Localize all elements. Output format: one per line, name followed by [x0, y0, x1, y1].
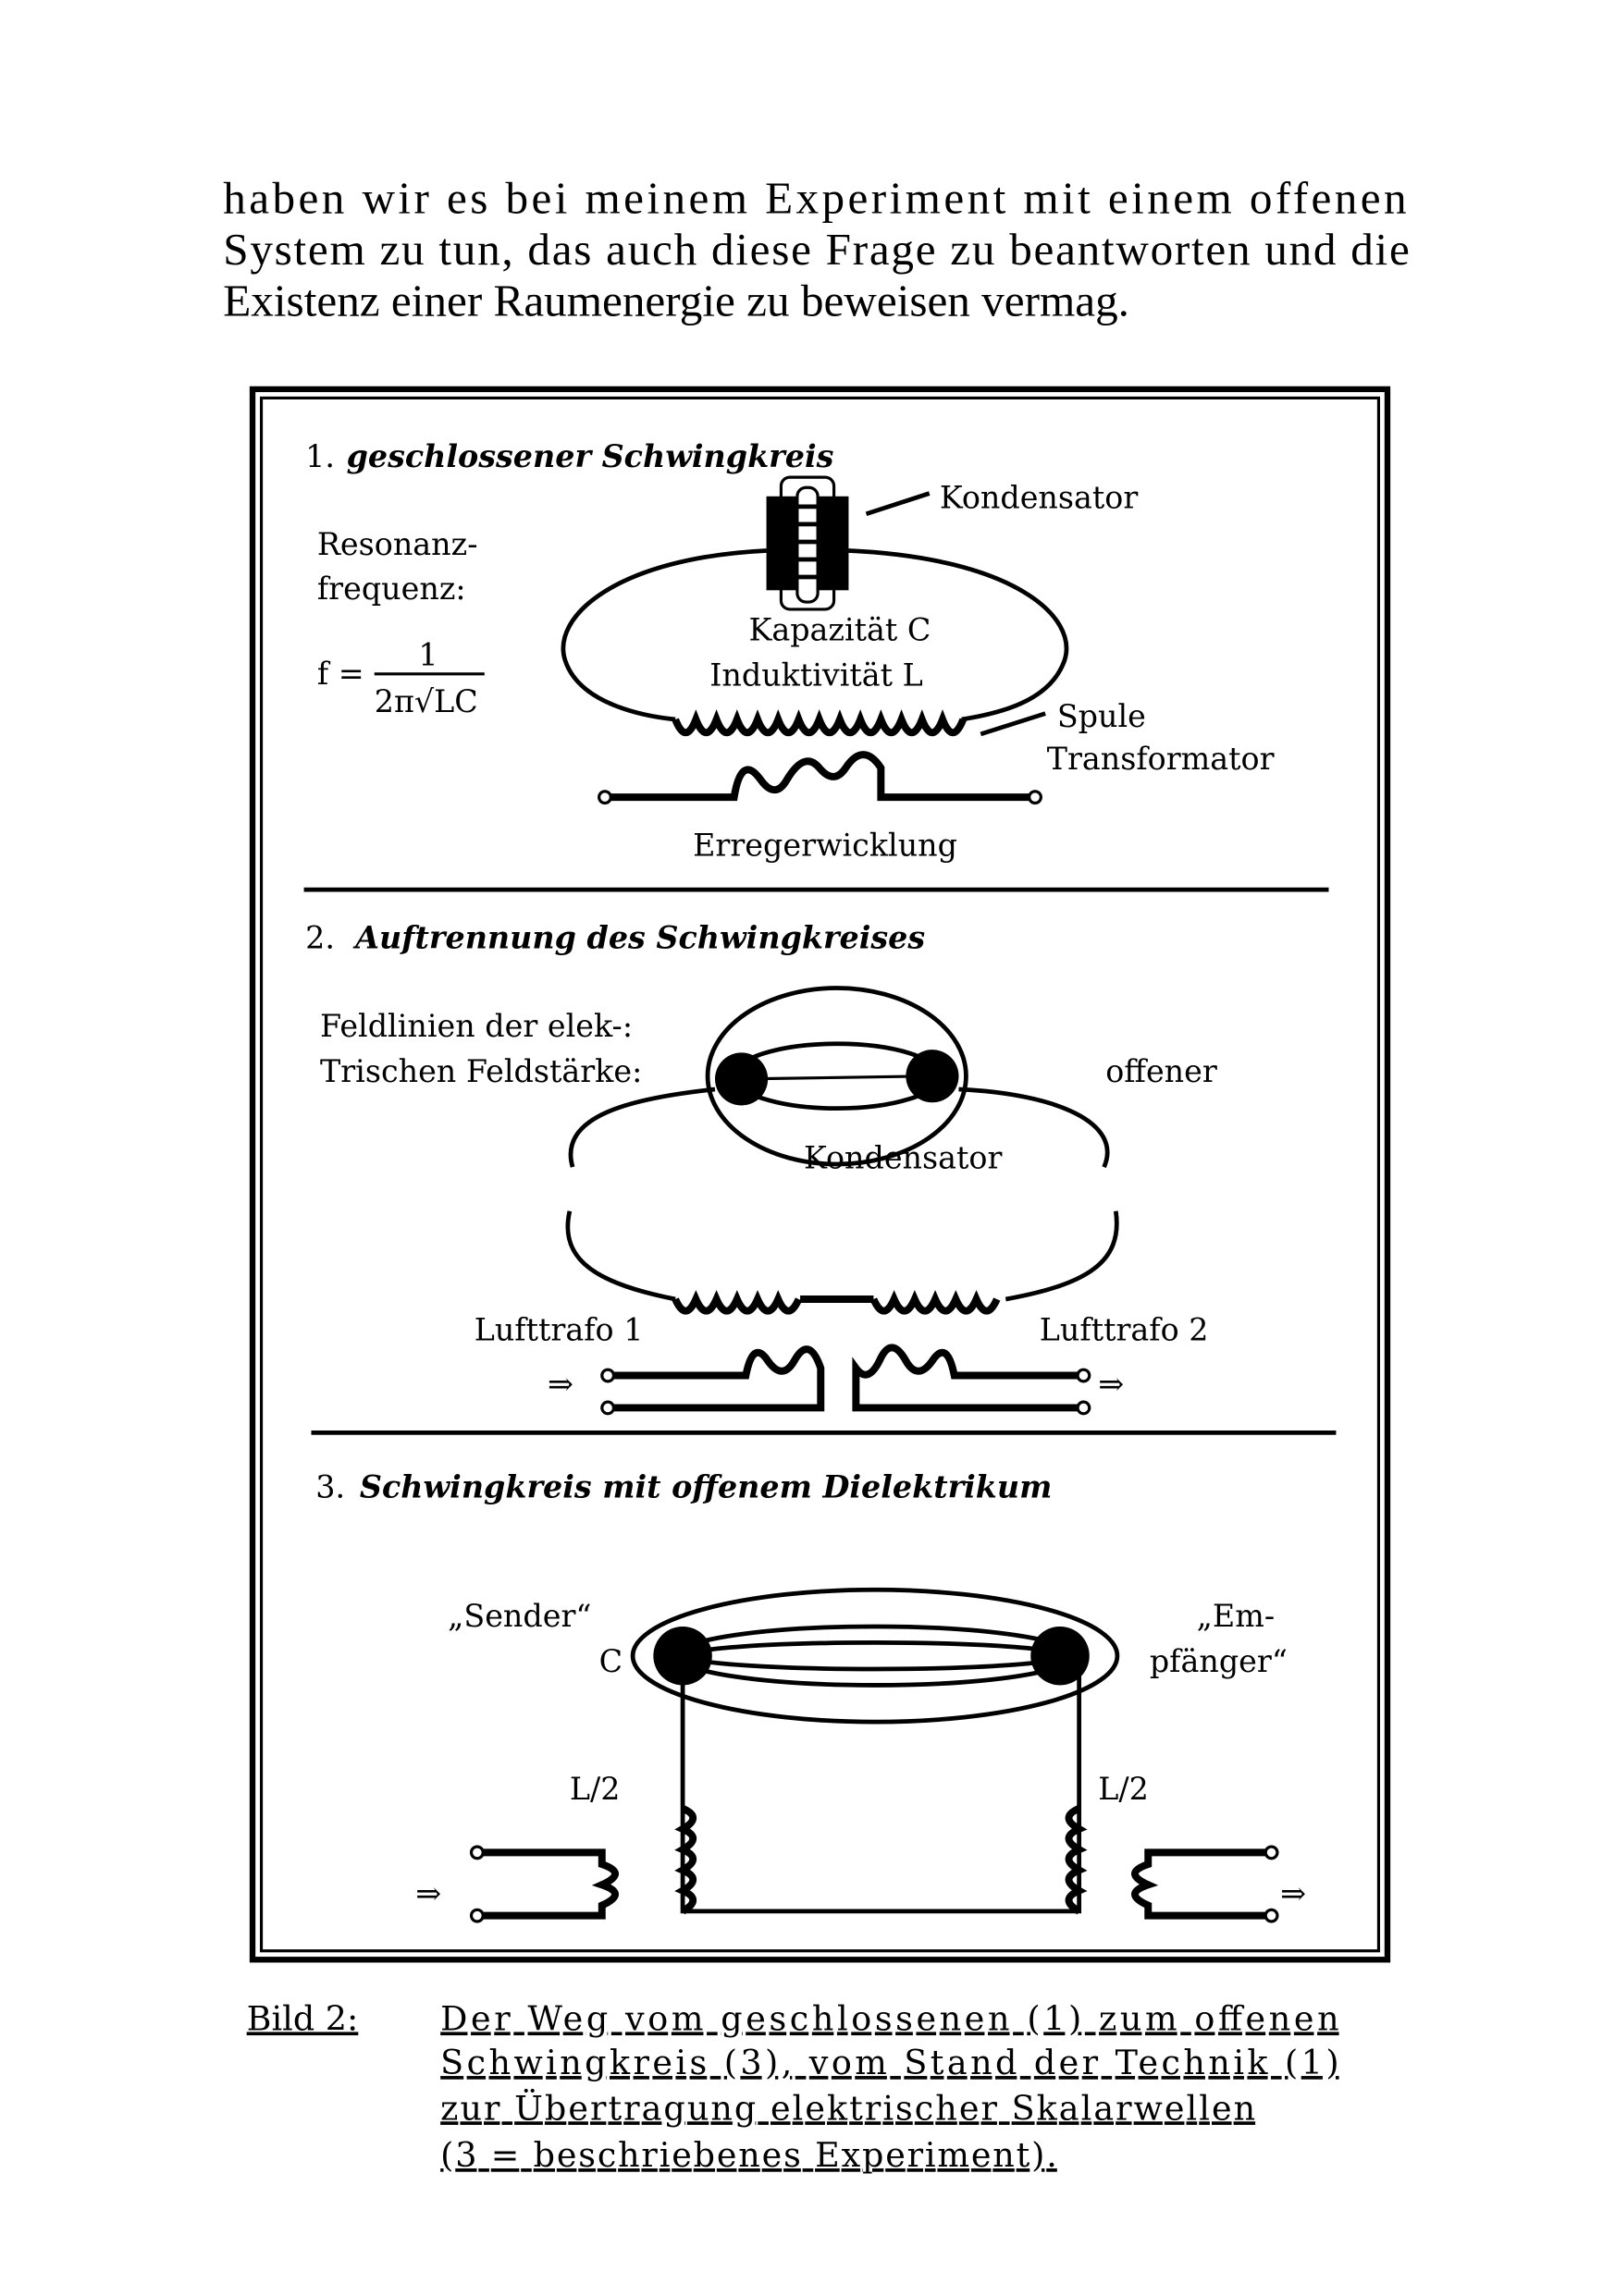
input-arrow-icon: ⇒: [548, 1366, 573, 1402]
coil-icon: [674, 1805, 697, 1915]
lufttrafo-1-label: Lufttrafo 1: [475, 1311, 644, 1347]
formula: f = 1 2π√LC: [317, 636, 485, 719]
circuit-wire: [680, 1673, 1082, 1914]
field-lines-icon: [705, 986, 968, 1167]
offener-label: offener: [1105, 1053, 1217, 1089]
coil-icon: [672, 709, 967, 737]
svg-text:f =: f =: [317, 656, 364, 692]
figure-frame: [249, 386, 1391, 1963]
section-title: geschlossener Schwingkreis: [347, 438, 834, 474]
induktivitaet-label: Induktivität L: [709, 657, 923, 694]
caption-line: Schwingkreis (3), vom Stand der Technik …: [440, 2043, 1338, 2082]
figure-caption: Bild 2: Der Weg vom geschlossenen (1) zu…: [247, 1998, 1339, 2175]
excitation-winding-icon: [598, 751, 1042, 805]
caption-line: (3 = beschriebenes Experiment).: [440, 2135, 1057, 2175]
section-number: 1.: [305, 438, 335, 474]
kapazitaet-label: Kapazität C: [748, 611, 931, 647]
kondensator-label: Kondensator: [940, 479, 1138, 515]
output-arrow-icon: ⇒: [1280, 1875, 1306, 1911]
kondensator-label: Kondensator: [804, 1140, 1002, 1176]
coil-icon: [672, 1290, 1001, 1315]
svg-text:2π√LC: 2π√LC: [375, 683, 478, 719]
lower-arc: [565, 1210, 1119, 1302]
paragraph: haben wir es bei meinem Experiment mit e…: [223, 172, 1410, 325]
air-transformer-windings-icon: [600, 1344, 1091, 1416]
frequenz-label: frequenz:: [317, 571, 466, 607]
output-winding-icon: [1131, 1845, 1279, 1923]
section-title: Auftrennung des Schwingkreises: [352, 920, 925, 956]
open-dielectric-field-icon: [630, 1587, 1120, 1725]
empfaenger-label-2: pfänger“: [1150, 1643, 1288, 1679]
section-2: 2. Auftrennung des Schwingkreises Feldli…: [305, 920, 1217, 1416]
caption-line: Der Weg vom geschlossenen (1) zum offene…: [440, 1998, 1338, 2038]
resonanz-label: Resonanz-: [317, 526, 478, 562]
capacitor-icon: [766, 475, 849, 611]
output-arrow-icon: ⇒: [1098, 1366, 1124, 1402]
l-half-right-label: L/2: [1098, 1771, 1149, 1807]
erregerwicklung-label: Erregerwicklung: [693, 828, 957, 864]
input-arrow-icon: ⇒: [415, 1875, 441, 1911]
section-number: 2.: [305, 920, 335, 956]
paragraph-line: System zu tun, das auch diese Frage zu b…: [223, 224, 1410, 275]
section-title: Schwingkreis mit offenem Dielektrikum: [360, 1468, 1053, 1504]
circuit-loop: [561, 548, 1069, 722]
coil-icon: [1065, 1805, 1088, 1915]
section-1: 1. geschlossener Schwingkreis Kondensato…: [305, 438, 1274, 864]
caption-line: zur Übertragung elektrischer Skalarwelle…: [440, 2087, 1255, 2128]
upper-arc: [568, 1087, 1110, 1169]
paragraph-line: haben wir es bei meinem Experiment mit e…: [223, 172, 1406, 223]
caption-label: Bild 2:: [247, 1998, 359, 2038]
l-half-left-label: L/2: [570, 1771, 621, 1807]
c-label: C: [599, 1643, 623, 1679]
feldstaerke-label: Trischen Feldstärke:: [320, 1053, 642, 1089]
feldlinien-label: Feldlinien der elek-:: [320, 1008, 633, 1044]
spule-label: Spule: [1057, 698, 1146, 734]
transformator-label: Transformator: [1047, 741, 1275, 777]
lufttrafo-2-label: Lufttrafo 2: [1040, 1311, 1209, 1347]
input-winding-icon: [469, 1845, 619, 1923]
section-3: 3. Schwingkreis mit offenem Dielektrikum…: [315, 1468, 1306, 1923]
section-number: 3.: [315, 1468, 345, 1504]
svg-text:1: 1: [418, 636, 438, 672]
empfaenger-label: „Em-: [1197, 1598, 1275, 1634]
paragraph-line: Existenz einer Raumenergie zu beweisen v…: [223, 276, 1129, 326]
sender-label: „Sender“: [448, 1598, 591, 1634]
